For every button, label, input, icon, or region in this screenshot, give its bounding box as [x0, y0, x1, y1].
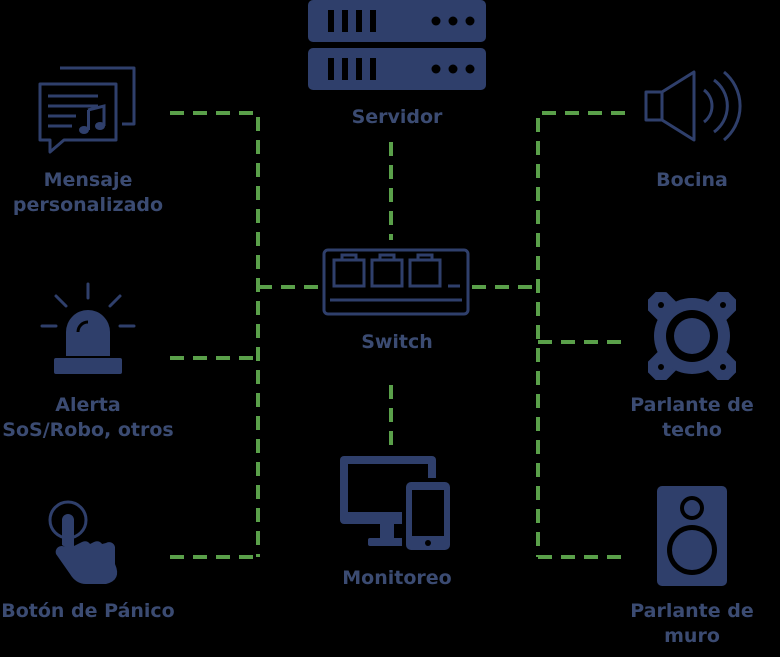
server-rack-icon — [308, 0, 486, 90]
message-bubbles-icon — [38, 66, 136, 154]
connector-bocina — [536, 111, 625, 557]
alerta-label-line1: Alerta — [55, 394, 121, 416]
panico-label: Botón de Pánico — [1, 600, 175, 622]
techo-label-line1: Parlante de — [630, 394, 754, 416]
horn-speaker-icon — [644, 70, 742, 142]
monitoreo-label: Monitoreo — [342, 567, 452, 589]
monitor-and-phone-icon — [340, 456, 454, 554]
ceiling-speaker-icon — [648, 292, 736, 380]
mensaje-label-line2: personalizado — [12, 194, 164, 216]
alerta-label-line2: SoS/Robo, otros — [2, 419, 174, 441]
switch-label: Switch — [361, 331, 433, 353]
siren-light-icon — [40, 282, 136, 374]
alerta-label: Alerta SoS/Robo, otros — [0, 393, 176, 443]
techo-label: Parlante de techo — [612, 393, 772, 443]
connector-mensaje — [170, 111, 260, 557]
servidor-label: Servidor — [351, 106, 443, 128]
muro-label: Parlante de muro — [612, 599, 772, 649]
mensaje-label-line1: Mensaje — [43, 169, 133, 191]
mensaje-label: Mensaje personalizado — [0, 168, 176, 218]
techo-label-line2: techo — [662, 419, 722, 441]
hand-press-icon — [48, 500, 118, 584]
wall-speaker-icon — [657, 486, 727, 586]
muro-label-line2: muro — [664, 625, 720, 647]
bocina-label: Bocina — [656, 169, 728, 191]
network-switch-icon — [322, 248, 470, 316]
muro-label-line1: Parlante de — [630, 600, 754, 622]
